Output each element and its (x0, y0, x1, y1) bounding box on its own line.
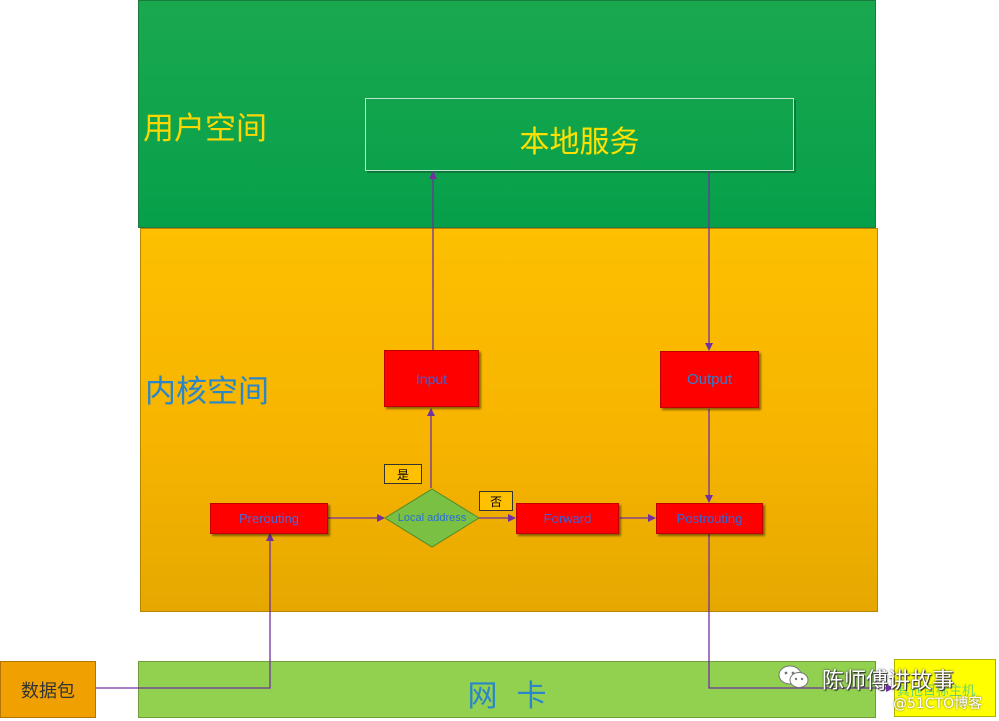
output-label: Output (686, 371, 733, 388)
other-host-box: 其他目标主机 (894, 659, 996, 717)
prerouting-node: Prerouting (210, 503, 328, 534)
other-host-label: 其他目标主机 (897, 684, 976, 699)
yes-branch-tag: 是 (384, 464, 422, 484)
watermark-name: 陈师傅讲故事 (822, 669, 955, 694)
kernel-space-label: 内核空间 (145, 374, 269, 410)
local-service-box: 本地服务 (365, 98, 794, 171)
arrow-postrouting-to-host (708, 534, 894, 692)
local-service-label: 本地服务 (519, 125, 640, 160)
nic-zone (138, 661, 876, 718)
local-address-decision (384, 488, 480, 548)
kernel-space-zone (140, 228, 878, 612)
output-node: Output (660, 351, 759, 408)
user-space-zone (138, 0, 876, 228)
arrow-packet-to-prerouting (95, 533, 274, 689)
input-node: Input (384, 350, 479, 407)
local-address-label: Local address (397, 512, 467, 524)
wechat-icon (778, 664, 810, 690)
watermark-site: @51CTO博客 (893, 696, 983, 712)
input-label: Input (415, 370, 448, 387)
forward-label: Forward (543, 511, 592, 526)
packet-source-box: 数据包 (0, 661, 96, 718)
no-branch-tag: 否 (479, 491, 513, 511)
user-space-label: 用户空间 (143, 111, 267, 147)
nic-label: 网 卡 (467, 679, 547, 714)
postrouting-label: Postrouting (676, 511, 743, 526)
packet-label: 数据包 (21, 680, 75, 702)
prerouting-label: Prerouting (239, 511, 299, 526)
forward-node: Forward (516, 503, 619, 534)
postrouting-node: Postrouting (656, 503, 763, 534)
